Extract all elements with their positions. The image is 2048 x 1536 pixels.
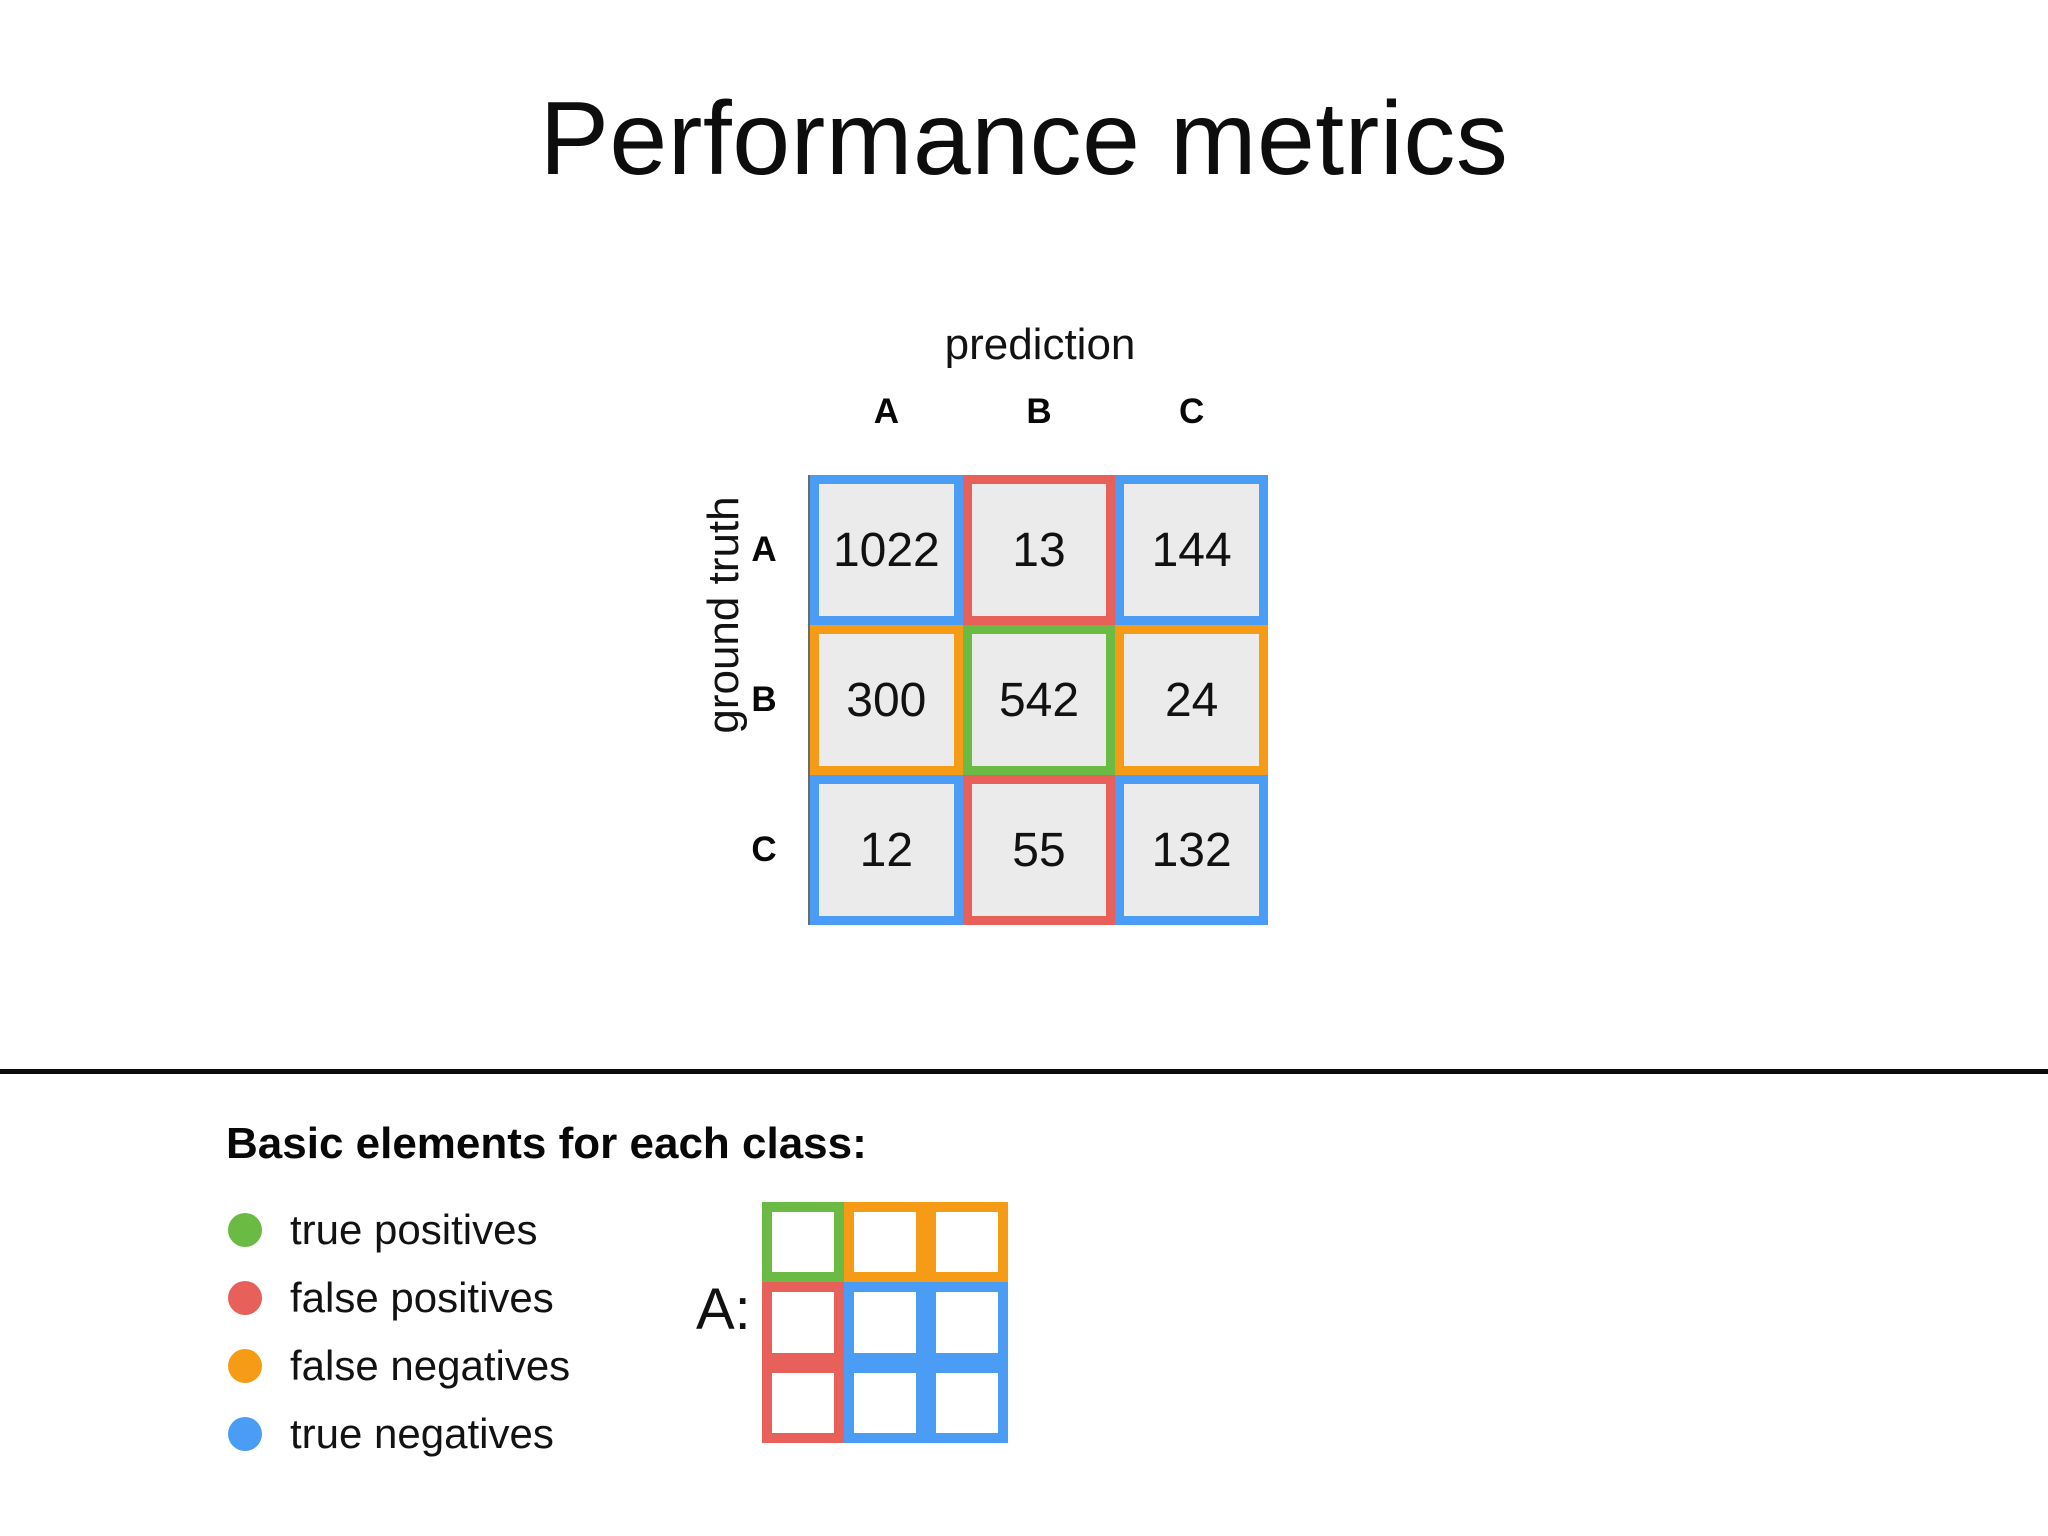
matrix-cell-a-a: 1022	[810, 475, 963, 625]
confusion-matrix: prediction ground truth A B C A B C 1022…	[640, 320, 1300, 960]
class-a-label: A:	[696, 1277, 751, 1342]
legend-item-false-negatives: false negatives	[228, 1332, 658, 1400]
page-title: Performance metrics	[539, 81, 1509, 197]
row-header-b: B	[751, 680, 777, 719]
matrix-cell-b-a: 300	[810, 625, 963, 775]
mini-cell-r1c1	[762, 1202, 844, 1283]
row-header-column: A B C	[736, 475, 792, 925]
mini-cell-r2c1	[762, 1282, 844, 1363]
true-negative-dot-icon	[228, 1417, 262, 1451]
class-a-mini-grid	[762, 1202, 1008, 1443]
column-header-b: B	[1026, 392, 1052, 431]
column-header-c: C	[1179, 392, 1205, 431]
mini-cell-r3c2	[844, 1362, 926, 1443]
false-negative-dot-icon	[228, 1349, 262, 1383]
matrix-cell-a-b: 13	[962, 475, 1116, 625]
row-header-a: A	[751, 530, 777, 569]
mini-cell-r2c3	[926, 1282, 1008, 1363]
matrix-cell-b-b: 542	[962, 625, 1116, 775]
class-a-diagram: A:	[696, 1200, 1016, 1445]
mini-cell-r3c1	[762, 1362, 844, 1443]
legend-label-true-positives: true positives	[290, 1206, 538, 1253]
row-header-c: C	[751, 830, 777, 869]
legend-label-false-positives: false positives	[290, 1274, 554, 1321]
mini-cell-r1c3	[926, 1202, 1008, 1283]
matrix-cell-c-b: 55	[962, 775, 1116, 925]
false-positive-dot-icon	[228, 1281, 262, 1315]
prediction-axis-label: prediction	[944, 320, 1136, 369]
matrix-cell-b-c: 24	[1115, 625, 1268, 775]
matrix-grid: 1022 13 144 300 542 24 12 55 132	[810, 475, 1268, 925]
legend-list: true positives false positives false neg…	[228, 1196, 658, 1468]
column-header-a: A	[873, 392, 899, 431]
section-divider	[0, 1069, 2048, 1074]
legend-label-true-negatives: true negatives	[290, 1410, 554, 1457]
matrix-cell-c-c: 132	[1115, 775, 1268, 925]
legend-item-true-negatives: true negatives	[228, 1400, 658, 1468]
matrix-cell-a-c: 144	[1115, 475, 1268, 625]
legend-heading: Basic elements for each class:	[226, 1119, 867, 1168]
legend-item-false-positives: false positives	[228, 1264, 658, 1332]
true-positive-dot-icon	[228, 1213, 262, 1247]
mini-cell-r2c2	[844, 1282, 926, 1363]
matrix-cell-c-a: 12	[810, 775, 963, 925]
legend-item-true-positives: true positives	[228, 1196, 658, 1264]
mini-cell-r1c2	[844, 1202, 926, 1283]
column-header-row: A B C	[810, 392, 1268, 432]
legend-label-false-negatives: false negatives	[290, 1342, 571, 1389]
mini-cell-r3c3	[926, 1362, 1008, 1443]
